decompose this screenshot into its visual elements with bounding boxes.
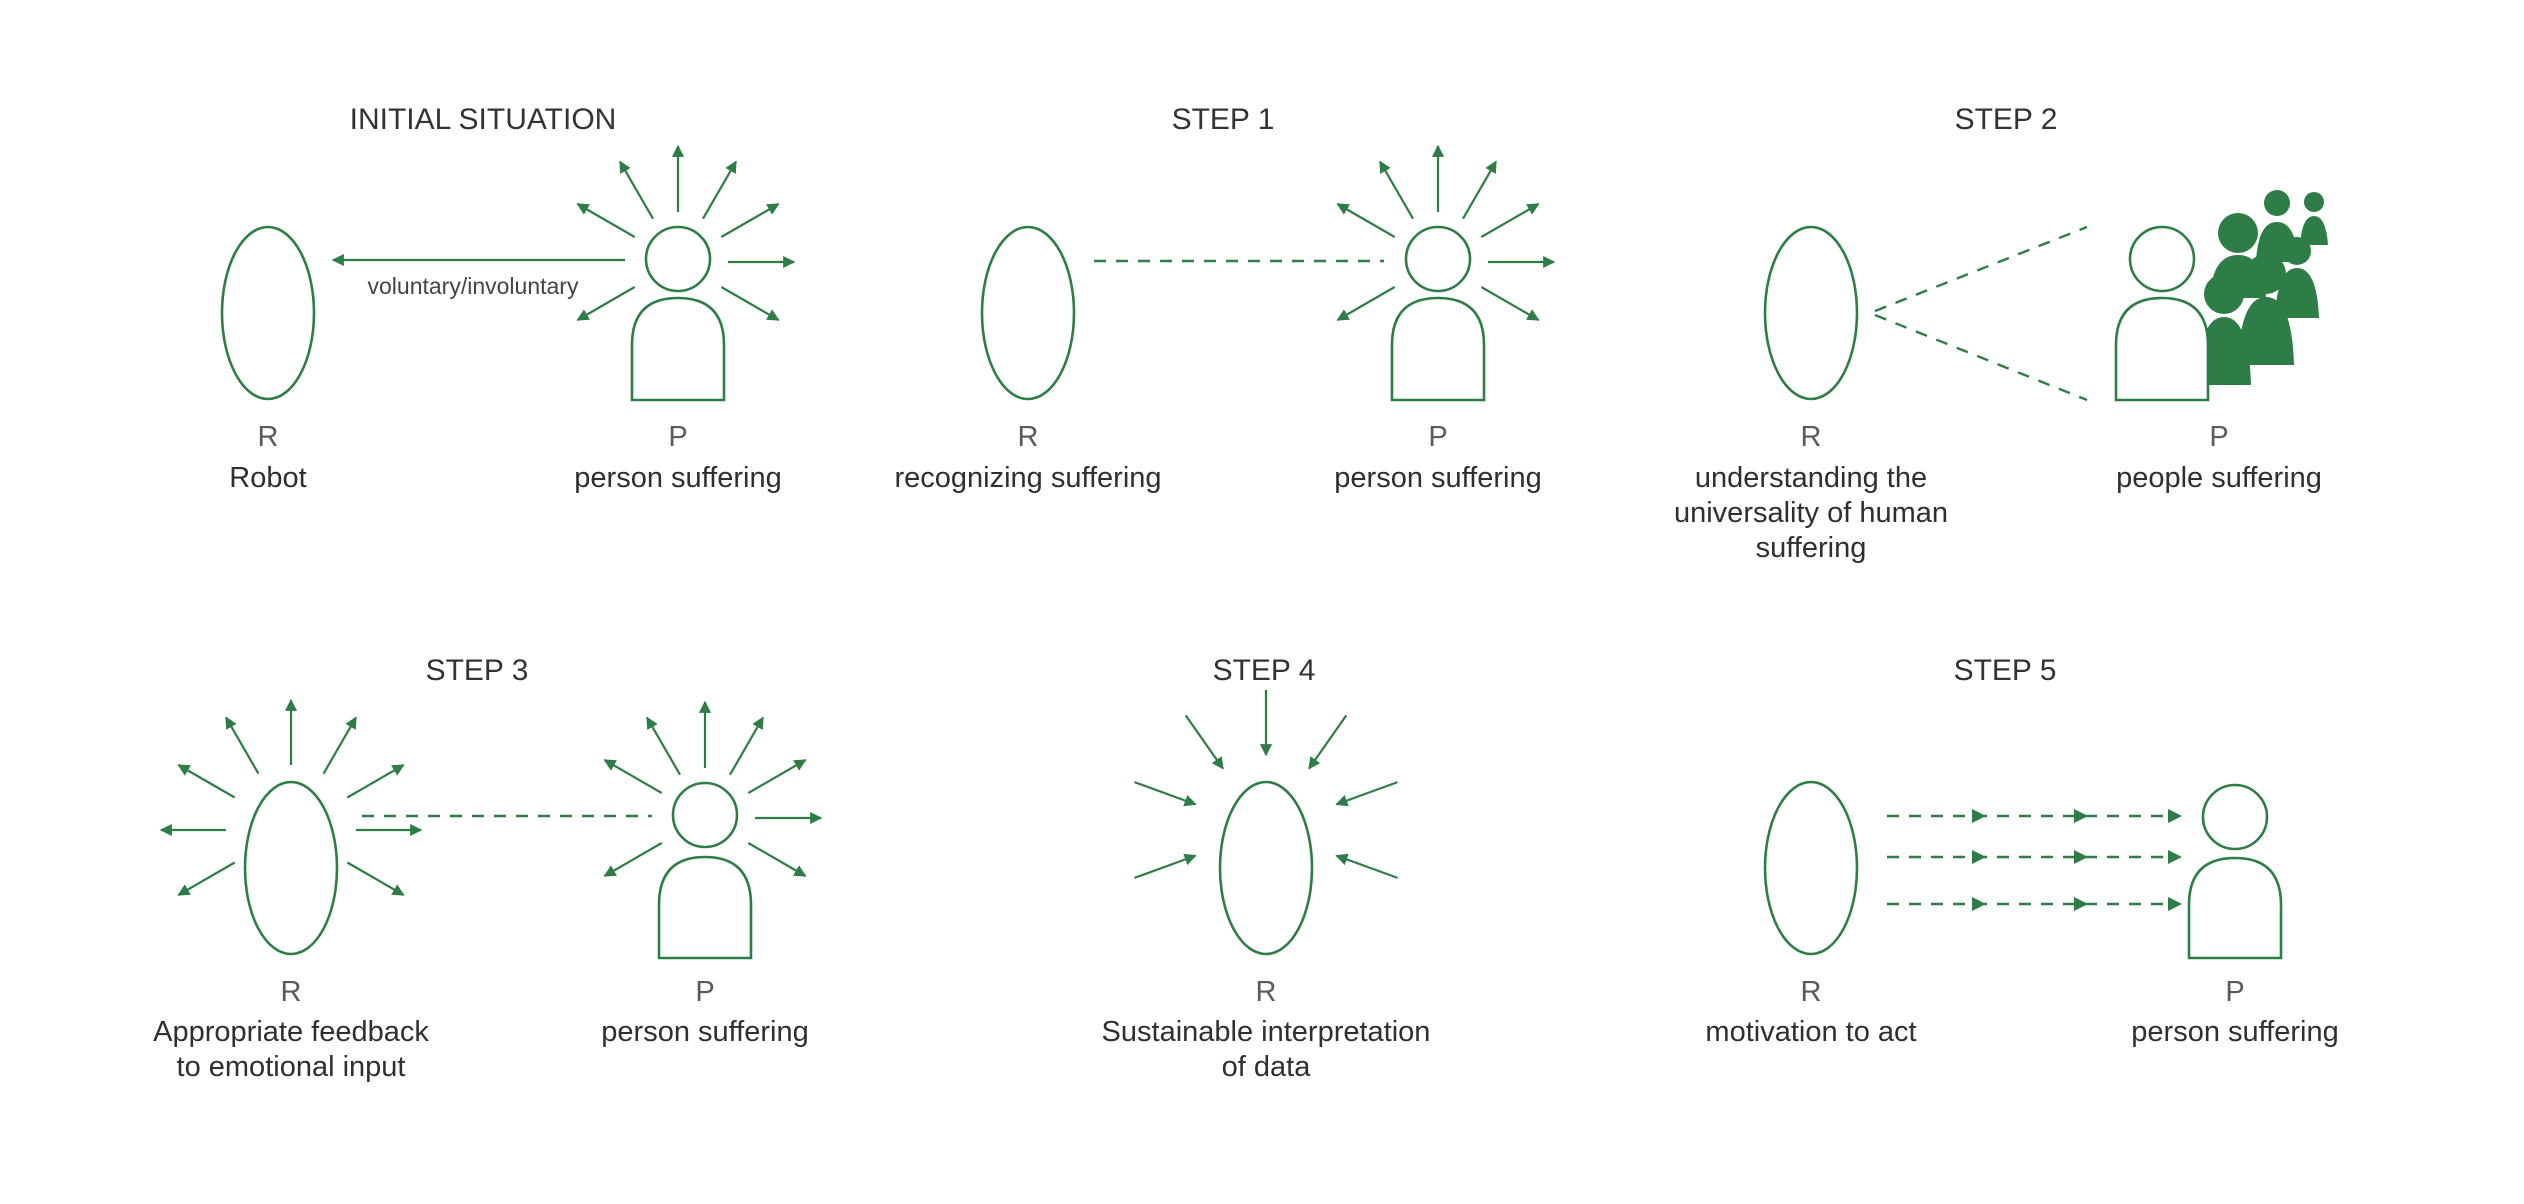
ray-arrow bbox=[1480, 286, 1540, 321]
ray-arrow bbox=[1134, 781, 1197, 807]
ray-arrow bbox=[702, 160, 737, 220]
robot-letter: R bbox=[281, 976, 302, 1008]
feedback-rays bbox=[159, 698, 423, 896]
robot-label: recognizing suffering bbox=[894, 462, 1161, 494]
ray-arrow bbox=[603, 759, 663, 794]
panel-step-4: STEP 4 R Sustainable interpretation of d… bbox=[1102, 654, 1431, 1083]
ray-arrow bbox=[346, 764, 405, 799]
person-label: person suffering bbox=[601, 1016, 808, 1048]
robot-label-line-3: suffering bbox=[1756, 532, 1867, 564]
person-letter: P bbox=[1428, 421, 1447, 453]
people-label: people suffering bbox=[2116, 462, 2322, 494]
ray-arrow bbox=[1184, 714, 1224, 770]
panel-title: INITIAL SITUATION bbox=[350, 103, 617, 136]
robot-label-line-2: universality of human bbox=[1674, 497, 1948, 529]
robot-letter: R bbox=[258, 421, 279, 453]
person-letter: P bbox=[2225, 976, 2244, 1008]
action-arrow-row-1 bbox=[1887, 809, 2182, 823]
panel-title: STEP 2 bbox=[1955, 103, 2058, 136]
robot-oval bbox=[1763, 225, 1859, 401]
suffering-rays bbox=[1336, 144, 1556, 321]
robot-label-line-1: Sustainable interpretation bbox=[1102, 1016, 1431, 1048]
ray-arrow bbox=[747, 842, 807, 877]
action-arrow-row-2 bbox=[1887, 850, 2182, 864]
person-figure bbox=[2187, 783, 2283, 960]
ray-arrow bbox=[603, 842, 663, 877]
person-label: person suffering bbox=[574, 462, 781, 494]
suffering-rays bbox=[576, 144, 796, 321]
robot-letter: R bbox=[1256, 976, 1277, 1008]
robot-label: motivation to act bbox=[1705, 1016, 1916, 1048]
robot-label-line-1: understanding the bbox=[1695, 462, 1927, 494]
panel-step-3: STEP 3 R Appropriate feedback to emotion… bbox=[153, 654, 823, 1083]
robot-oval bbox=[220, 225, 316, 401]
robot-label: Robot bbox=[229, 462, 306, 494]
panel-title: STEP 4 bbox=[1213, 654, 1316, 687]
person-label: person suffering bbox=[1334, 462, 1541, 494]
person-label: person suffering bbox=[2131, 1016, 2338, 1048]
robot-label-line-1: Appropriate feedback bbox=[153, 1016, 429, 1048]
universality-dashed-line-upper bbox=[1874, 225, 2088, 313]
ray-arrow bbox=[177, 764, 236, 799]
ray-arrow bbox=[1336, 203, 1396, 238]
ray-arrow bbox=[322, 716, 357, 775]
robot-oval bbox=[1763, 780, 1859, 956]
universality-dashed-line-lower bbox=[1874, 313, 2088, 402]
person-letter: P bbox=[668, 421, 687, 453]
incoming-data-rays bbox=[1134, 690, 1398, 879]
ray-arrow bbox=[346, 861, 405, 896]
person-figure bbox=[657, 781, 753, 960]
ray-arrow bbox=[1335, 781, 1398, 807]
ray-arrow bbox=[1335, 853, 1398, 879]
panel-step-2: STEP 2 R understanding the universality … bbox=[1674, 103, 2328, 564]
ray-arrow bbox=[720, 286, 780, 321]
robot-letter: R bbox=[1018, 421, 1039, 453]
ray-arrow bbox=[1336, 286, 1396, 321]
panel-step-1: STEP 1 R recognizing suffering P person … bbox=[894, 103, 1556, 494]
person-figure bbox=[2114, 225, 2210, 402]
ray-arrow bbox=[1308, 714, 1348, 770]
robot-label-line-2: to emotional input bbox=[177, 1051, 406, 1083]
ray-arrow bbox=[1480, 203, 1540, 238]
arrow-label: voluntary/involuntary bbox=[368, 273, 579, 299]
person-letter: P bbox=[695, 976, 714, 1008]
person-figure bbox=[630, 225, 726, 402]
crowd-icon bbox=[2197, 190, 2328, 385]
robot-label-line-2: of data bbox=[1222, 1051, 1312, 1083]
ray-arrow bbox=[747, 759, 807, 794]
panel-initial-situation: INITIAL SITUATION voluntary/involuntary … bbox=[220, 103, 796, 494]
ray-arrow bbox=[646, 716, 681, 776]
ray-arrow bbox=[225, 716, 260, 775]
ray-arrow bbox=[576, 286, 636, 321]
panel-title: STEP 1 bbox=[1172, 103, 1275, 136]
ray-arrow bbox=[177, 861, 236, 896]
ray-arrow bbox=[1134, 853, 1197, 879]
panel-title: STEP 3 bbox=[426, 654, 529, 687]
robot-oval bbox=[243, 780, 339, 956]
panel-step-5: STEP 5 R motivation to act P person suff… bbox=[1705, 654, 2338, 1048]
panel-title: STEP 5 bbox=[1954, 654, 2057, 687]
action-arrow-row-3 bbox=[1887, 897, 2182, 911]
robot-letter: R bbox=[1801, 421, 1822, 453]
ray-arrow bbox=[720, 203, 780, 238]
robot-oval bbox=[1218, 780, 1314, 956]
robot-letter: R bbox=[1801, 976, 1822, 1008]
people-letter: P bbox=[2209, 421, 2228, 453]
ray-arrow bbox=[729, 716, 764, 776]
ray-arrow bbox=[1379, 160, 1414, 220]
suffering-rays bbox=[603, 700, 823, 877]
ray-arrow bbox=[1462, 160, 1497, 220]
ray-arrow bbox=[576, 203, 636, 238]
ray-arrow bbox=[619, 160, 654, 220]
robot-oval bbox=[980, 225, 1076, 401]
person-figure bbox=[1390, 225, 1486, 402]
